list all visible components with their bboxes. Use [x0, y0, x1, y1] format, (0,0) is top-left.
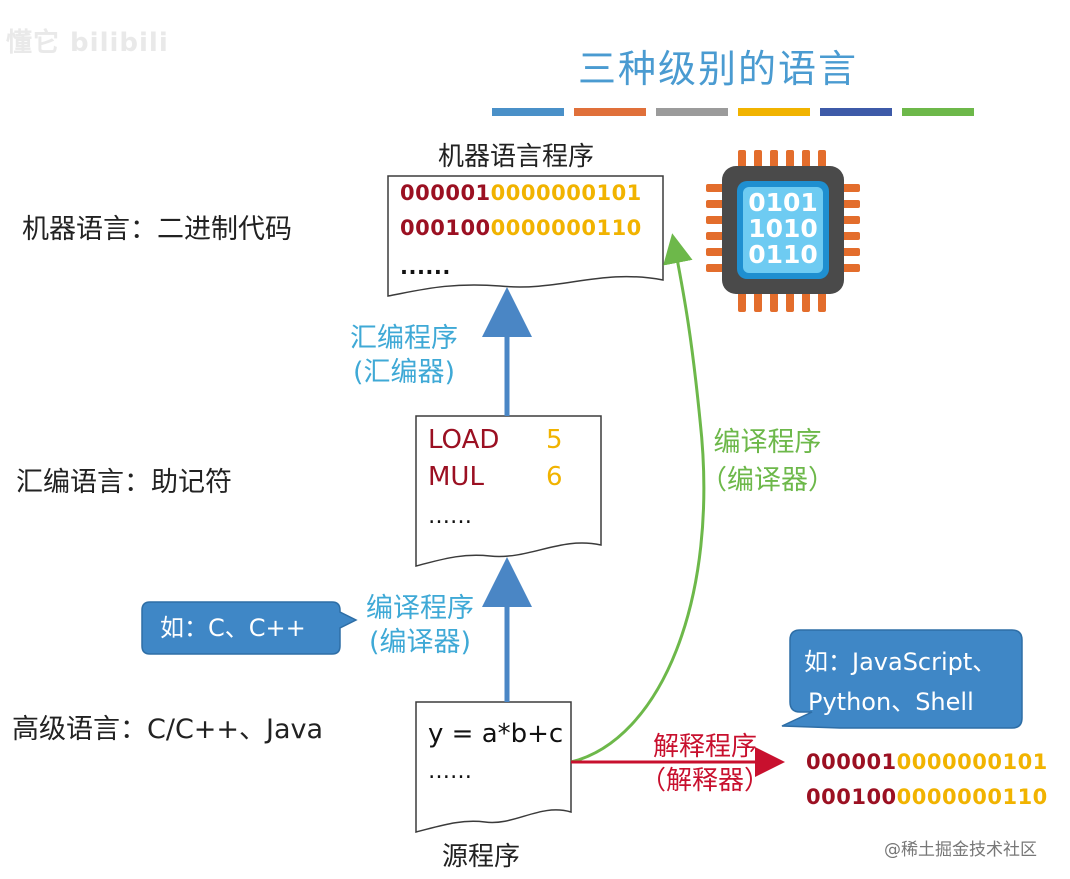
interp-output-line-1: 0000010000000101 — [806, 745, 1048, 780]
arrow-source-to-machine — [570, 233, 706, 764]
compiler-blue-line1: 编译程序 — [366, 593, 474, 624]
level-assembly-label: 汇编语言：助记符 — [16, 467, 232, 498]
callout-js-shape — [781, 629, 1023, 729]
watermark: 懂它 bilibili — [6, 28, 169, 58]
machine-line-1: 0000010000000101 — [400, 176, 642, 211]
color-bar-1 — [492, 108, 564, 116]
callout-js-line2: Python、Shell — [808, 688, 974, 716]
color-bar-4 — [738, 108, 810, 116]
chip-line: 0101 — [748, 188, 818, 217]
operand: 0000000101 — [490, 181, 642, 205]
footer-credit: @稀土掘金技术社区 — [884, 840, 1037, 860]
color-bar-3 — [656, 108, 728, 116]
chip-icon — [706, 150, 860, 312]
opcode: 000001 — [806, 750, 897, 774]
interpreter-label: 解释程序 （解释器） — [640, 730, 770, 798]
operand: 0000000110 — [896, 785, 1048, 809]
asm-ellipsis: …… — [428, 504, 472, 529]
asm-row-1: LOAD 5 — [428, 422, 563, 459]
asm-op: MUL — [428, 462, 484, 492]
chip-binary: 0101 1010 0110 — [743, 190, 823, 268]
callout-c-text: 如：C、C++ — [160, 614, 306, 642]
assembler-label: 汇编程序 (汇编器) — [350, 322, 458, 390]
asm-arg: 5 — [546, 425, 563, 455]
source-doc-title: 源程序 — [442, 842, 521, 872]
machine-doc-title: 机器语言程序 — [438, 142, 595, 172]
operand: 0000000110 — [490, 216, 642, 240]
asm-op: LOAD — [428, 425, 500, 455]
asm-row-2: MUL 6 — [428, 459, 563, 496]
color-bar-2 — [574, 108, 646, 116]
opcode: 000001 — [400, 181, 491, 205]
assembler-line1: 汇编程序 — [350, 323, 458, 354]
opcode: 000100 — [400, 216, 491, 240]
operand: 0000000101 — [896, 750, 1048, 774]
machine-line-2: 0001000000000110 — [400, 211, 642, 246]
source-doc-shape — [415, 701, 572, 833]
interpreter-line2: （解释器） — [640, 766, 771, 796]
compiler-blue-line2: (编译器) — [368, 627, 472, 658]
callout-js-text: 如：JavaScript、 Python、Shell — [804, 642, 996, 722]
assembly-doc-shape — [415, 415, 602, 567]
compiler-blue-label: 编译程序 (编译器) — [366, 592, 474, 660]
slide-title: 三种级别的语言 — [578, 47, 859, 91]
assembler-line2: (汇编器) — [352, 357, 456, 388]
opcode: 000100 — [806, 785, 897, 809]
compiler-green-label: 编译程序 （编译器） — [700, 424, 835, 500]
callout-js-line1: 如：JavaScript、 — [804, 648, 997, 676]
asm-arg: 6 — [546, 462, 563, 492]
machine-ellipsis: ...... — [400, 255, 451, 279]
compiler-green-line1: 编译程序 — [713, 427, 822, 458]
color-bar-6 — [902, 108, 974, 116]
interpreter-line1: 解释程序 — [653, 732, 758, 762]
machine-doc-shape — [387, 175, 664, 297]
level-machine-label: 机器语言：二进制代码 — [22, 214, 292, 245]
compiler-green-line2: （编译器） — [700, 465, 835, 496]
level-high-label: 高级语言：C/C++、Java — [12, 714, 324, 745]
interp-output-line-2: 0001000000000110 — [806, 780, 1048, 815]
callout-c-shape — [141, 601, 358, 655]
chip-line: 0110 — [748, 240, 818, 269]
source-ellipsis: …… — [428, 759, 472, 784]
color-bar-5 — [820, 108, 892, 116]
source-code: y = a*b+c — [428, 719, 564, 749]
chip-line: 1010 — [748, 214, 818, 243]
